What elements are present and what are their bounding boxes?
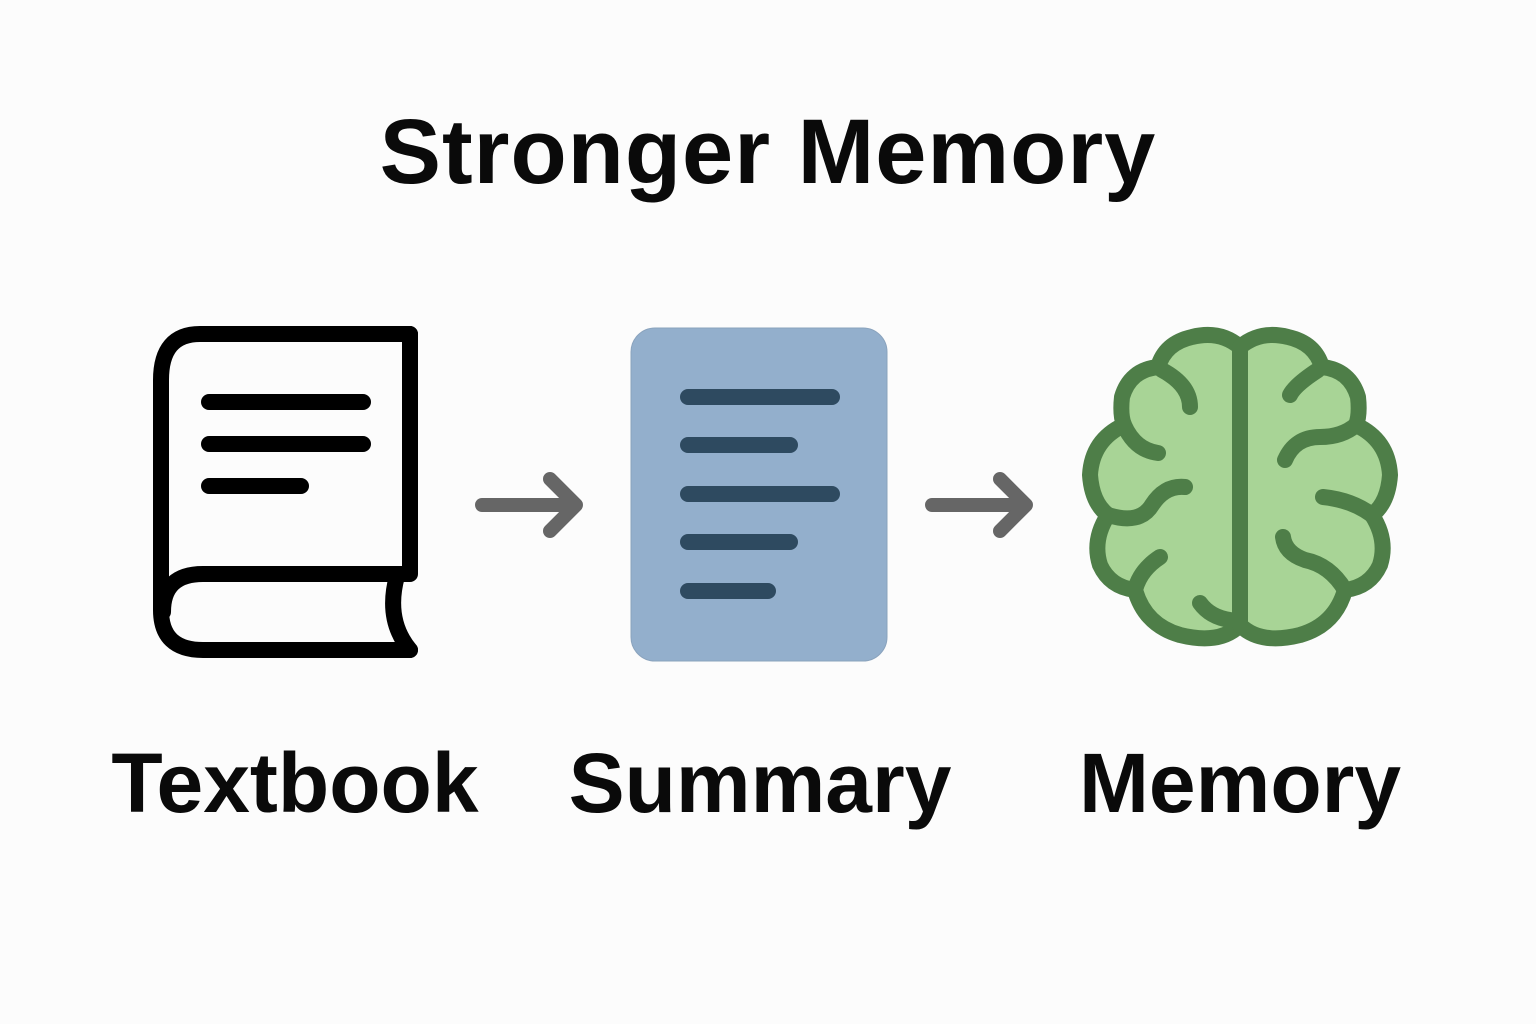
document-icon (630, 327, 888, 662)
brain-icon (1082, 327, 1398, 647)
step-label-summary: Summary (568, 736, 952, 830)
arrow-right-icon (475, 472, 583, 538)
arrow-right-icon (925, 472, 1033, 538)
step-label-textbook: Textbook (111, 736, 479, 830)
book-icon (153, 326, 418, 658)
step-label-memory: Memory (1078, 736, 1402, 830)
diagram-title: Stronger Memory (379, 101, 1157, 203)
